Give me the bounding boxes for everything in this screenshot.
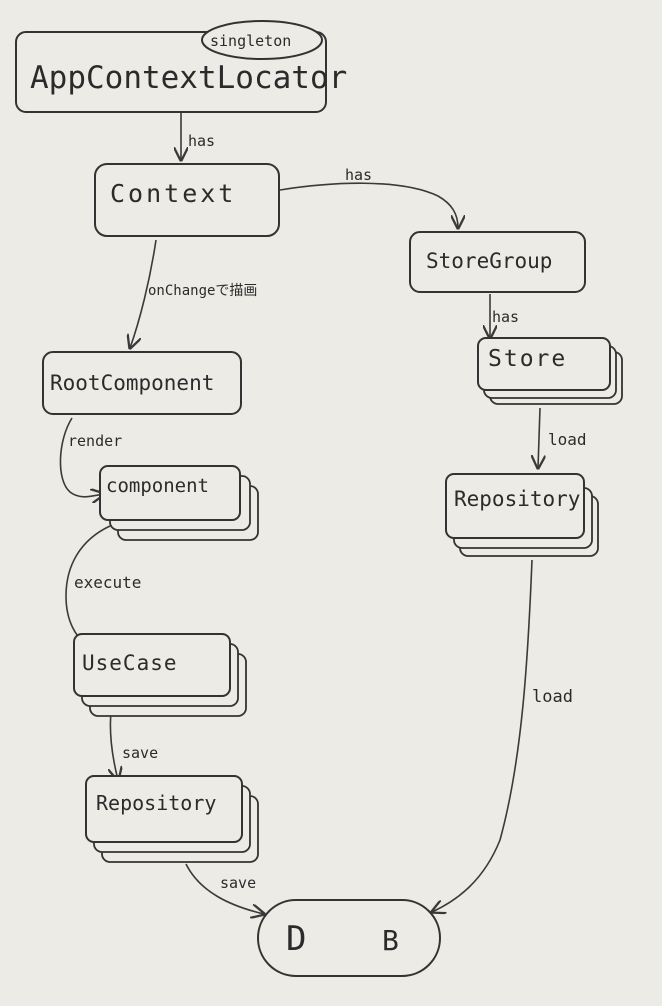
root-component-label: RootComponent (50, 371, 214, 395)
component-label: component (106, 475, 209, 497)
singleton-label: singleton (210, 32, 291, 50)
db-letter-b: B (382, 924, 399, 957)
repository-load-label: Repository (454, 487, 580, 511)
node-context: Context (94, 163, 280, 237)
use-case-label: UseCase (82, 651, 178, 675)
edge-store-repository (538, 407, 540, 468)
node-db: D B (257, 899, 441, 977)
node-root-component: RootComponent (42, 351, 242, 415)
label-component-usecase: execute (74, 573, 141, 592)
node-use-case: UseCase (73, 633, 247, 717)
node-repository-load: Repository (445, 473, 599, 557)
label-storegroup-store: has (492, 308, 519, 326)
edge-context-root (130, 239, 157, 348)
edge-context-storegroup (279, 182, 458, 228)
label-root-component: render (68, 432, 122, 450)
store-label: Store (488, 346, 567, 372)
node-store: Store (477, 337, 623, 405)
app-context-locator-label: AppContextLocator (30, 60, 347, 96)
label-context-root: onChangeで描画 (148, 283, 257, 299)
store-group-label: StoreGroup (426, 249, 552, 273)
context-label: Context (110, 179, 236, 208)
label-context-storegroup: has (345, 166, 372, 184)
repository-save-label: Repository (96, 791, 216, 815)
node-store-group: StoreGroup (409, 231, 586, 293)
label-repository-db-save: save (220, 874, 256, 892)
edge-root-component (59, 417, 104, 497)
label-store-repository: load (548, 430, 587, 449)
edge-repository-db-load (432, 559, 533, 912)
node-singleton-badge: singleton (201, 20, 323, 60)
node-repository-save: Repository (85, 775, 259, 863)
label-repository-db-load: load (532, 687, 573, 707)
label-usecase-repository: save (122, 744, 158, 762)
edge-repository-db-save (185, 863, 264, 914)
db-letter-d: D (286, 919, 306, 959)
label-locator-context: has (188, 132, 215, 150)
node-component: component (99, 465, 259, 541)
